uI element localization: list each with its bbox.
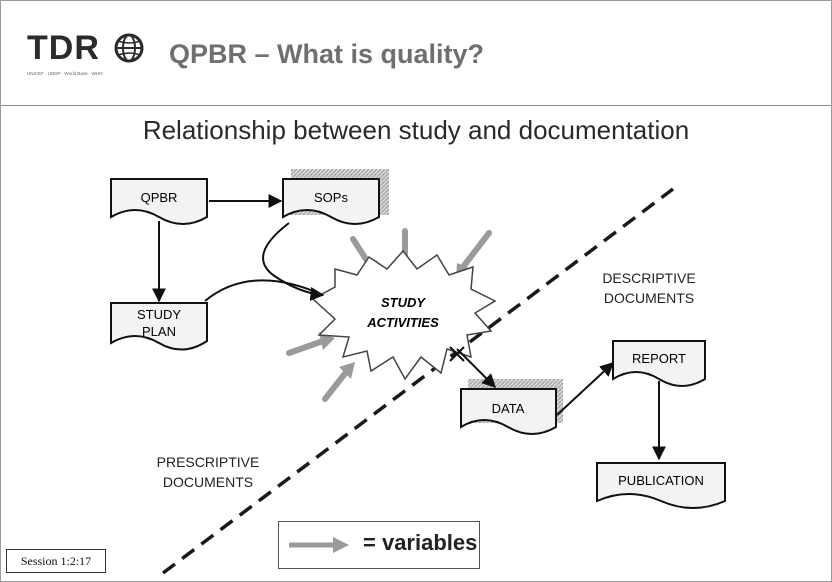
publication-label: PUBLICATION — [618, 473, 704, 488]
study-plan-document: STUDY PLAN — [110, 302, 208, 351]
qpbr-document: QPBR — [110, 178, 208, 225]
diagram-subtitle: Relationship between study and documenta… — [142, 115, 690, 145]
slide-header: TDR UNICEF · UNDP · World Bank · WHO QPB… — [1, 1, 831, 106]
descriptive-label-line2: DOCUMENTS — [604, 290, 694, 306]
study-activities-label-line1: STUDY — [381, 295, 426, 310]
descriptive-label-line1: DESCRIPTIVE — [602, 270, 695, 286]
publication-document: PUBLICATION — [596, 462, 726, 509]
separator-dashed-line — [161, 187, 675, 575]
legend-grey-arrow-icon — [289, 537, 349, 553]
variable-arrow-5 — [322, 368, 350, 402]
tdr-logo: TDR UNICEF · UNDP · World Bank · WHO — [27, 31, 152, 87]
arrow-activities-to-data — [456, 348, 496, 388]
study-plan-label-line1: STUDY — [137, 307, 181, 322]
variable-arrow-3 — [460, 230, 492, 270]
slide-title: QPBR – What is quality? — [169, 39, 485, 69]
variable-arrow-4 — [286, 338, 326, 356]
arrow-plan-to-activities — [204, 279, 324, 302]
globe-icon — [114, 33, 144, 63]
data-document: DATA — [460, 388, 557, 435]
prescriptive-label-line1: PRESCRIPTIVE — [157, 454, 260, 470]
data-label: DATA — [492, 401, 525, 416]
report-document: REPORT — [612, 340, 706, 387]
arrow-sops-to-activities — [262, 222, 325, 301]
study-activities-label-line2: ACTIVITIES — [366, 315, 439, 330]
prescriptive-label-line2: DOCUMENTS — [163, 474, 253, 490]
legend: = variables — [278, 521, 480, 569]
sops-document: SOPs — [282, 178, 380, 225]
sops-label: SOPs — [314, 190, 348, 205]
legend-text: = variables — [363, 530, 478, 555]
study-activities-starburst: STUDY ACTIVITIES — [311, 249, 497, 381]
connector-arrows — [152, 194, 666, 461]
logo-text: TDR — [27, 29, 100, 67]
report-label: REPORT — [632, 351, 686, 366]
study-plan-label-line2: PLAN — [142, 324, 176, 339]
logo-tagline: UNICEF · UNDP · World Bank · WHO — [27, 71, 103, 76]
arrow-data-to-report — [556, 362, 615, 416]
qpbr-label: QPBR — [141, 190, 178, 205]
session-label: Session 1:2:17 — [6, 549, 106, 573]
crossing-mark — [449, 346, 465, 362]
